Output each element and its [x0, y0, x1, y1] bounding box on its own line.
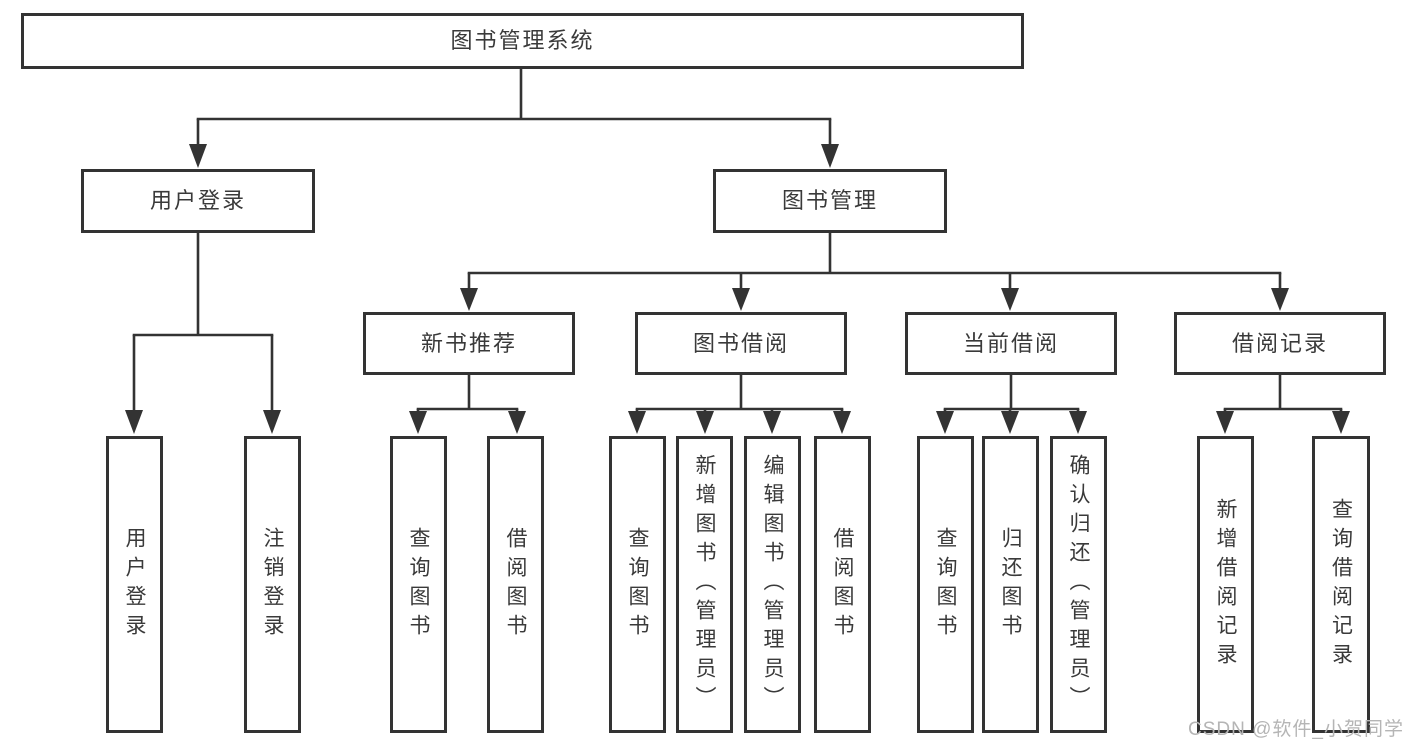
leaf-borrow-books-borrow: 借阅图书 [814, 436, 871, 733]
node-new-book-recommendation: 新书推荐 [363, 312, 575, 375]
connector-current-borrowing-split [936, 375, 1087, 434]
node-current-borrowing: 当前借阅 [905, 312, 1117, 375]
node-user-login: 用户登录 [81, 169, 315, 233]
leaf-return-books: 归还图书 [982, 436, 1039, 733]
leaf-user-login: 用户登录 [106, 436, 163, 733]
node-library-management-system: 图书管理系统 [21, 13, 1024, 69]
connector-root-to-level2 [189, 69, 839, 168]
leaf-add-book-admin: 新增图书（管理员） [676, 436, 733, 733]
connector-borrowing-records-split [1216, 375, 1350, 434]
watermark-text: CSDN @软件_小贺同学 [1188, 719, 1404, 740]
leaf-logout: 注销登录 [244, 436, 301, 733]
node-borrowing-records: 借阅记录 [1174, 312, 1386, 375]
connector-book-borrowing-split [628, 375, 851, 434]
connector-user-login-split [125, 233, 281, 434]
leaf-query-books-recommend: 查询图书 [390, 436, 447, 733]
leaf-edit-book-admin: 编辑图书（管理员） [744, 436, 801, 733]
node-book-management: 图书管理 [713, 169, 947, 233]
node-book-borrowing: 图书借阅 [635, 312, 847, 375]
leaf-query-books-borrow: 查询图书 [609, 436, 666, 733]
leaf-confirm-return-admin: 确认归还（管理员） [1050, 436, 1107, 733]
connector-book-management-split [460, 233, 1289, 311]
leaf-query-books-current: 查询图书 [917, 436, 974, 733]
leaf-add-borrowing-record: 新增借阅记录 [1197, 436, 1254, 733]
leaf-query-borrowing-record: 查询借阅记录 [1312, 436, 1370, 733]
connector-new-book-recommendation-split [409, 375, 526, 434]
leaf-borrow-books-recommend: 借阅图书 [487, 436, 544, 733]
